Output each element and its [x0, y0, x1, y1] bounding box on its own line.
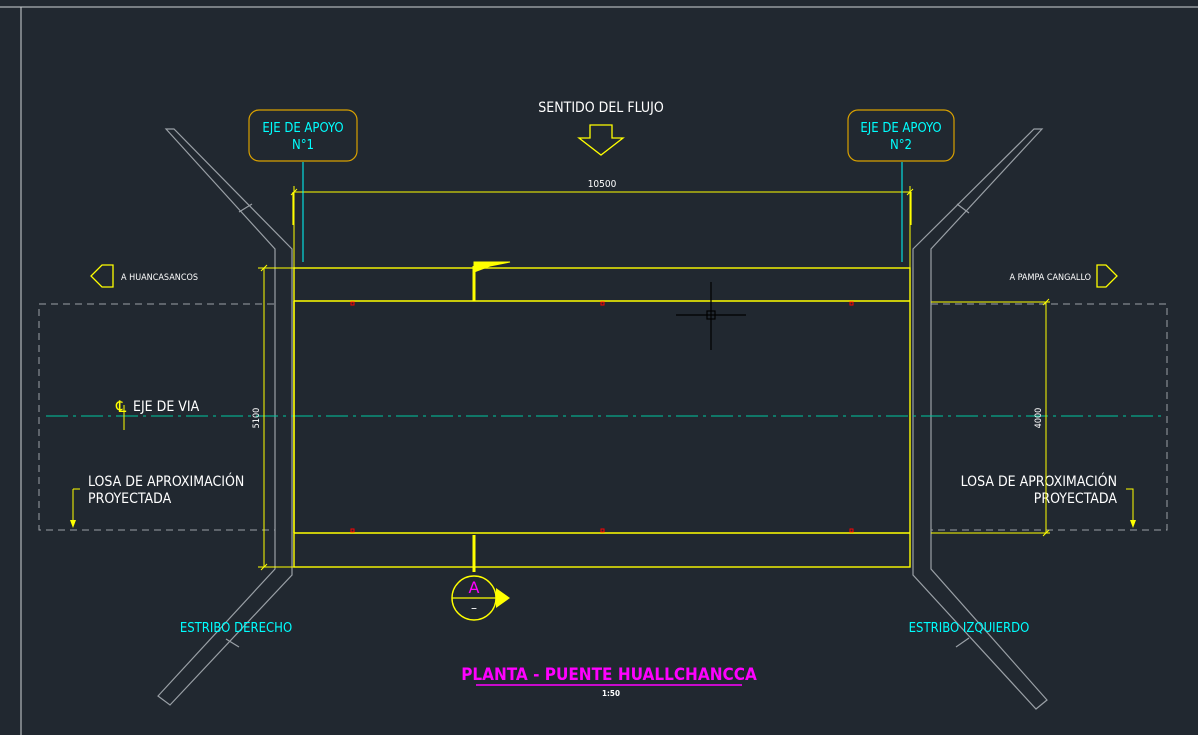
right-wing-joint-top	[956, 203, 970, 214]
flow-arrow-icon	[577, 124, 625, 156]
crosshair-cursor-icon	[676, 282, 746, 350]
span-dim-tick-right	[906, 188, 914, 196]
section-marker-arrow	[496, 588, 510, 608]
post-marker	[849, 301, 854, 306]
bridge-deck[interactable]	[293, 267, 911, 568]
span-dimension	[290, 186, 914, 268]
support-callout-left-line1: EJE DE APOYO	[262, 121, 343, 136]
post-marker	[600, 301, 605, 306]
section-marker-sheet: –	[471, 601, 477, 615]
post-marker	[350, 528, 355, 533]
width-dim-left-tick-top	[260, 264, 268, 272]
width-dim-right-tick-bottom	[1042, 529, 1050, 537]
support-callout-right-line2: N°2	[890, 138, 912, 153]
drawing-scale: 1:50	[602, 689, 620, 698]
left-wing-wall-outline	[157, 128, 293, 706]
slab-right-label-line2: PROYECTADA	[1034, 491, 1118, 507]
direction-right-label: A PAMPA CANGALLO	[1010, 273, 1091, 283]
slab-right-leader	[1126, 488, 1134, 525]
support-callout-right-line1: EJE DE APOYO	[860, 121, 941, 136]
post-marker	[849, 528, 854, 533]
width-dim-right-tick-top	[1042, 298, 1050, 306]
direction-left-label: A HUANCASANCOS	[121, 273, 198, 283]
post-markers	[350, 301, 854, 533]
direction-right-arrow-icon	[1096, 264, 1118, 288]
width-dimension-left	[258, 264, 294, 571]
flow-direction-label: SENTIDO DEL FLUJO	[538, 100, 664, 116]
deck-outline	[293, 267, 911, 568]
centerline-symbol-icon: ℄	[115, 397, 127, 416]
slab-left-leader	[72, 488, 80, 525]
section-arrow-flag	[473, 261, 511, 273]
post-marker	[350, 301, 355, 306]
support-callout-left[interactable]: EJE DE APOYO N°1	[248, 109, 358, 162]
drawing-title: PLANTA - PUENTE HUALLCHANCCA	[461, 665, 757, 685]
abutment-right-label: ESTRIBO IZQUIERDO	[909, 621, 1030, 636]
abutment-left-label: ESTRIBO DERECHO	[180, 621, 292, 636]
slab-left-label-line2: PROYECTADA	[88, 491, 172, 507]
crosshair-pickbox	[706, 310, 716, 320]
post-marker	[600, 528, 605, 533]
span-dim-tick-left	[290, 188, 298, 196]
width-dimension-right	[931, 298, 1050, 537]
span-dimension-text: 10500	[588, 179, 617, 190]
slab-right-label-line1: LOSA DE APROXIMACIÓN	[961, 472, 1117, 490]
width-dimension-right-text: 4000	[1034, 408, 1044, 429]
left-wing-walls	[157, 128, 293, 706]
left-wing-joint-bottom	[225, 638, 240, 648]
width-dim-left-tick-bottom	[260, 563, 268, 571]
slab-right-leader-arrow	[1130, 520, 1136, 528]
direction-left-arrow-icon	[90, 264, 114, 288]
support-callout-left-frame	[248, 109, 358, 162]
section-marker-letter: A	[469, 578, 480, 597]
approach-slab-left	[38, 303, 276, 531]
slab-left-label-line1: LOSA DE APROXIMACIÓN	[88, 472, 244, 490]
support-callout-left-line2: N°1	[292, 138, 314, 153]
road-axis-label: EJE DE VIA	[133, 399, 200, 415]
slab-left-leader-arrow	[70, 520, 76, 528]
right-wing-joint-bottom	[955, 637, 970, 648]
support-callout-right-frame	[847, 109, 955, 162]
width-dimension-left-text: 5100	[252, 408, 262, 429]
left-wing-joint-top	[238, 203, 253, 213]
right-wing-walls	[912, 128, 1048, 710]
support-callout-right[interactable]: EJE DE APOYO N°2	[847, 109, 955, 162]
right-wing-wall-outline	[912, 128, 1048, 710]
section-cut-a[interactable]: A –	[451, 261, 511, 621]
